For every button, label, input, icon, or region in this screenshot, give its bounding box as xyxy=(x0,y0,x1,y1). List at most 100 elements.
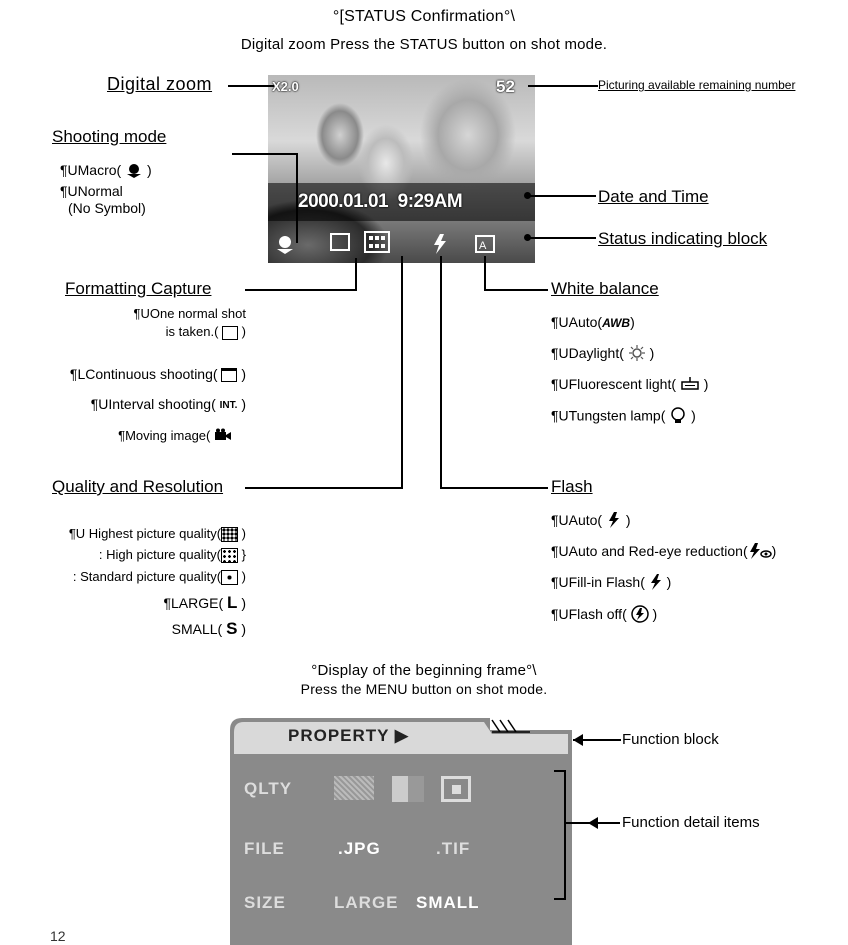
lcd-photo xyxy=(268,75,535,263)
shooting-normal: ¶UNormal xyxy=(60,183,123,199)
flash-leader-h xyxy=(440,487,548,489)
formatting-continuous: ¶LContinuous shooting( ) xyxy=(0,366,246,383)
interval-text: ¶UInterval shooting( xyxy=(90,396,216,412)
quality-highest: ¶U Highest picture quality( ) xyxy=(0,526,246,543)
file-tif-option[interactable]: .TIF xyxy=(436,839,471,858)
wb-leader-h xyxy=(484,289,548,291)
qlty-high-option[interactable] xyxy=(392,776,424,802)
macro-text: ¶UMacro( xyxy=(60,162,122,179)
quality-standard: : Standard picture quality( ) xyxy=(0,569,246,586)
lcd-datetime: 2000.01.01 9:29AM xyxy=(298,191,463,212)
flash-auto-icon xyxy=(606,512,622,531)
wb-leader-v xyxy=(484,256,486,291)
flash-fill-in-close: ) xyxy=(666,574,672,591)
status-block-dot xyxy=(524,234,531,241)
qlty-standard-dot xyxy=(451,785,461,794)
wb-auto-text: ¶UAuto( xyxy=(551,314,603,330)
flash-auto-text: ¶UAuto( xyxy=(551,512,603,529)
label-date-time: Date and Time xyxy=(598,187,709,206)
red-eye-icon xyxy=(748,543,772,562)
menu-row-file-label: FILE xyxy=(244,839,285,858)
flash-red-eye-close: ) xyxy=(771,543,777,560)
size-large-option[interactable]: LARGE xyxy=(334,893,399,912)
wb-fluorescent-text: ¶UFluorescent light( xyxy=(551,376,677,393)
highest-quality-icon xyxy=(221,527,239,543)
lcd-remaining-count: 52 xyxy=(496,77,515,96)
macro-close: ) xyxy=(146,162,152,179)
shooting-mode-leader-h xyxy=(232,153,298,155)
label-picturing-remaining: Picturing available remaining number xyxy=(598,78,796,92)
wb-auto-close: ) xyxy=(630,314,635,330)
moving-text: ¶Moving image( xyxy=(118,428,211,443)
date-time-dot xyxy=(524,192,531,199)
wb-daylight: ¶UDaylight( ) xyxy=(551,345,654,364)
large-symbol: L xyxy=(227,593,238,612)
formatting-leader-h xyxy=(245,289,357,291)
menu-row-size-label: SIZE xyxy=(244,893,286,912)
interval-close: ) xyxy=(241,396,246,412)
label-digital-zoom: Digital zoom xyxy=(107,74,213,94)
shooting-macro: ¶UMacro( ) xyxy=(60,162,152,181)
flash-red-eye-text: ¶UAuto and Red-eye reduction( xyxy=(551,543,748,560)
date-time-leader xyxy=(528,195,596,197)
flash-fill-in-icon xyxy=(649,574,663,593)
function-detail-bracket-v xyxy=(564,770,566,900)
label-function-detail: Function detail items xyxy=(622,814,760,831)
camera-lcd-screen: X2.0 52 2000.01.01 9:29AM A xyxy=(268,75,535,263)
wb-tungsten-close: ) xyxy=(691,407,696,424)
flash-red-eye: ¶UAuto and Red-eye reduction() xyxy=(551,543,776,562)
function-block-arrow xyxy=(573,734,583,746)
wb-daylight-text: ¶UDaylight( xyxy=(551,345,624,362)
flash-leader-v xyxy=(440,256,442,489)
standard-text: : Standard picture quality( xyxy=(72,569,222,584)
wb-fluorescent: ¶UFluorescent light( ) xyxy=(551,376,708,395)
size-small-option[interactable]: SMALL xyxy=(416,893,480,912)
formatting-leader-v xyxy=(355,258,357,291)
qlty-highest-option[interactable] xyxy=(334,776,374,800)
label-function-block: Function block xyxy=(622,731,719,748)
flash-off-icon xyxy=(630,605,649,626)
flash-off-text: ¶UFlash off( xyxy=(551,606,627,623)
high-quality-icon xyxy=(221,548,239,564)
label-white-balance: White balance xyxy=(551,279,659,298)
menu-section-title: °Display of the beginning frame°\ xyxy=(311,662,537,679)
digital-zoom-leader xyxy=(228,85,274,87)
formatting-interval: ¶UInterval shooting( INT. ) xyxy=(0,396,246,412)
label-quality-resolution: Quality and Resolution xyxy=(52,477,224,496)
one-shot-close: ) xyxy=(241,324,246,339)
label-formatting-capture: Formatting Capture xyxy=(65,279,212,298)
svg-text:A: A xyxy=(479,240,487,252)
quality-high: : High picture quality( } xyxy=(0,547,246,564)
shooting-mode-leader-v xyxy=(296,153,298,243)
file-jpg-option[interactable]: .JPG xyxy=(338,839,381,858)
function-detail-arrow xyxy=(588,817,598,829)
lcd-datetime-bar xyxy=(268,183,535,221)
formatting-one-shot: ¶UOne normal shot xyxy=(133,306,246,321)
sun-icon xyxy=(628,345,646,364)
wb-daylight-close: ) xyxy=(649,345,655,362)
small-text: SMALL( xyxy=(171,621,223,637)
lcd-zoom-indicator: X2.0 xyxy=(272,79,299,94)
menu-tab-property[interactable]: PROPERTY ▶ xyxy=(288,726,410,745)
continuous-text: ¶LContinuous shooting( xyxy=(69,366,218,382)
flash-auto-close: ) xyxy=(625,512,631,529)
continuous-icon xyxy=(221,368,238,383)
shooting-normal-note: (No Symbol) xyxy=(68,200,146,216)
qlty-standard-option[interactable] xyxy=(441,776,471,802)
large-text: ¶LARGE( xyxy=(163,595,224,611)
menu-screen: PROPERTY ▶ QLTY FILE .JPG .TIF SIZE LARG… xyxy=(230,718,572,945)
label-status-block: Status indicating block xyxy=(598,229,768,248)
page-number: 12 xyxy=(50,928,66,944)
menu-screen-shape xyxy=(230,718,572,945)
highest-close: ) xyxy=(241,526,246,541)
large-close: ) xyxy=(241,595,246,611)
wb-fluorescent-close: ) xyxy=(703,376,709,393)
label-flash: Flash xyxy=(551,477,593,496)
wb-auto: ¶UAuto(AWB) xyxy=(551,314,635,330)
standard-quality-icon xyxy=(221,570,239,586)
quality-large: ¶LARGE( L ) xyxy=(0,593,247,613)
macro-icon xyxy=(274,233,296,255)
label-shooting-mode: Shooting mode xyxy=(52,127,167,146)
flash-off: ¶UFlash off( ) xyxy=(551,605,657,626)
function-detail-bracket-top xyxy=(554,770,566,772)
